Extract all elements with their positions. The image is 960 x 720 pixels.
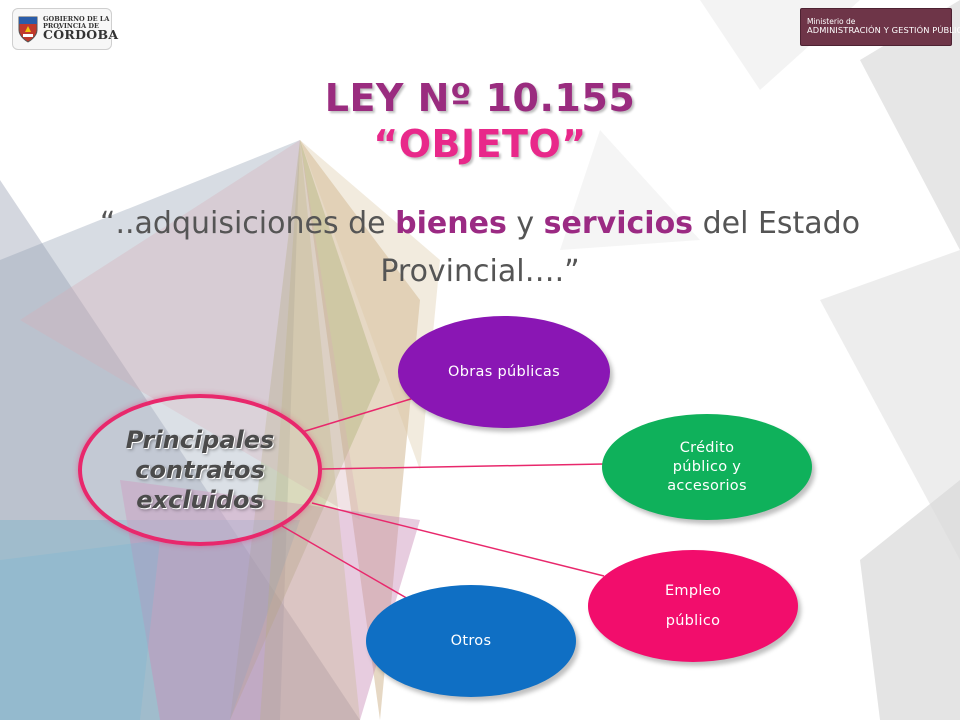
logo-line-3: CÓRDOBA [43,27,119,43]
slide-subtitle: “OBJETO” [373,122,587,166]
connector-obras [301,397,415,433]
node-otros: Otros [366,585,576,697]
quote-part-1: “..adquisiciones de [99,206,396,241]
logo-line-2: PROVINCIA DE [43,21,99,30]
slide-title: LEY Nº 10.155 [324,76,636,120]
gobierno-cordoba-logo: GOBIERNO DE LA PROVINCIA DE CÓRDOBA [12,8,118,50]
objeto-quote: “..adquisiciones de bienes y servicios d… [30,200,930,296]
node-label: Otros [450,632,492,649]
logo-line-1: GOBIERNO DE LA [43,15,110,24]
quote-highlight-bienes: bienes [395,206,507,241]
quote-highlight-servicios: servicios [543,206,694,241]
connector-credito [321,463,605,470]
node-label: Obras públicas [448,363,560,380]
center-line-1: Principales [125,426,275,454]
node-empleo-publico: Empleo público [588,550,798,662]
node-label: público y [672,458,742,475]
coat-of-arms-icon [18,16,38,43]
node-credito-publico: Crédito público y accesorios [602,414,812,520]
connector-empleo [311,502,605,577]
node-label: Empleo [664,583,722,599]
node-label: accesorios [667,477,747,494]
quote-part-2: y [506,206,544,241]
quote-part-3: del Estado Provincial….” [380,206,861,289]
center-ellipse-principales-contratos-excluidos: Principales contratos excluidos [78,394,322,546]
ministerio-line-2: ADMINISTRACIÓN Y GESTIÓN PÚBLICA [807,25,960,36]
connector-otros [281,525,411,601]
ministerio-logo: Ministerio de ADMINISTRACIÓN Y GESTIÓN P… [800,8,960,46]
ministerio-line-1: Ministerio de [807,17,856,27]
node-label: Crédito [679,439,735,456]
center-line-2: contratos [135,456,265,484]
node-label: público [665,613,721,629]
node-obras-publicas: Obras públicas [398,316,610,428]
center-line-3: excluidos [136,486,264,514]
